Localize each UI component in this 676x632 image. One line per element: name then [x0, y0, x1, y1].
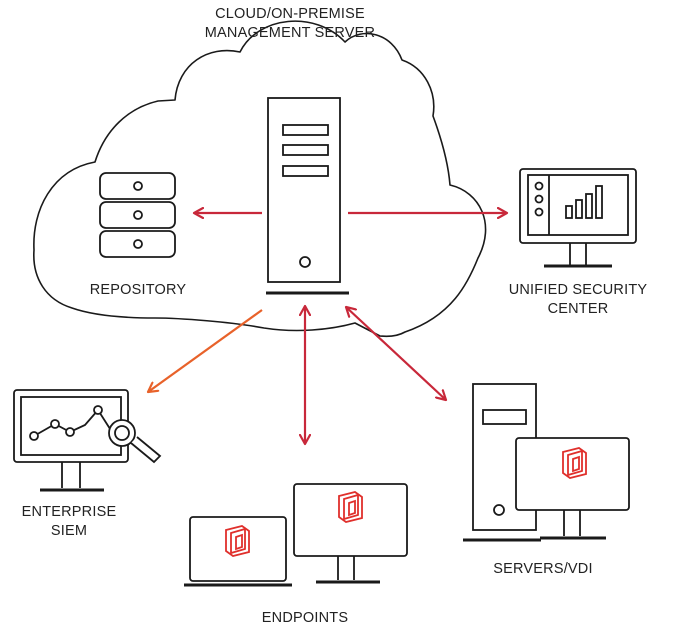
enterprise-siem-label: ENTERPRISE SIEM	[4, 503, 134, 541]
management-server-label: CLOUD/ON-PREMISE MANAGEMENT SERVER	[175, 5, 405, 43]
management-server-label-line1: CLOUD/ON-PREMISE	[215, 6, 365, 22]
enterprise-siem-label-line2: SIEM	[50, 523, 88, 539]
repository-label: REPOSITORY	[89, 282, 187, 298]
brand-logo-icon	[338, 491, 363, 523]
endpoints-label: ENDPOINTS	[261, 610, 349, 626]
servers-vdi-label: SERVERS/VDI	[493, 561, 593, 577]
management-server-tower-icon	[266, 97, 349, 295]
management-server-label-line2: MANAGEMENT SERVER	[204, 25, 376, 41]
laptop-icon	[184, 516, 292, 587]
arrow-to-enterprise-siem	[148, 309, 263, 392]
brand-logo-icon	[562, 447, 587, 479]
repository-database-icon	[99, 172, 176, 258]
brand-logo-icon	[225, 525, 250, 557]
unified-security-center-label-line2: CENTER	[547, 301, 609, 317]
arrow-servers-bidirectional	[346, 307, 446, 400]
unified-security-center-label-line1: UNIFIED SECURITY	[508, 282, 648, 298]
magnifier-icon	[108, 419, 162, 464]
unified-security-center-label: UNIFIED SECURITY CENTER	[488, 281, 668, 319]
desktop-monitor-icon	[293, 483, 408, 584]
enterprise-siem-label-line1: ENTERPRISE	[21, 504, 117, 520]
siem-monitor-icon	[13, 389, 129, 492]
dashboard-monitor-icon	[519, 168, 637, 268]
